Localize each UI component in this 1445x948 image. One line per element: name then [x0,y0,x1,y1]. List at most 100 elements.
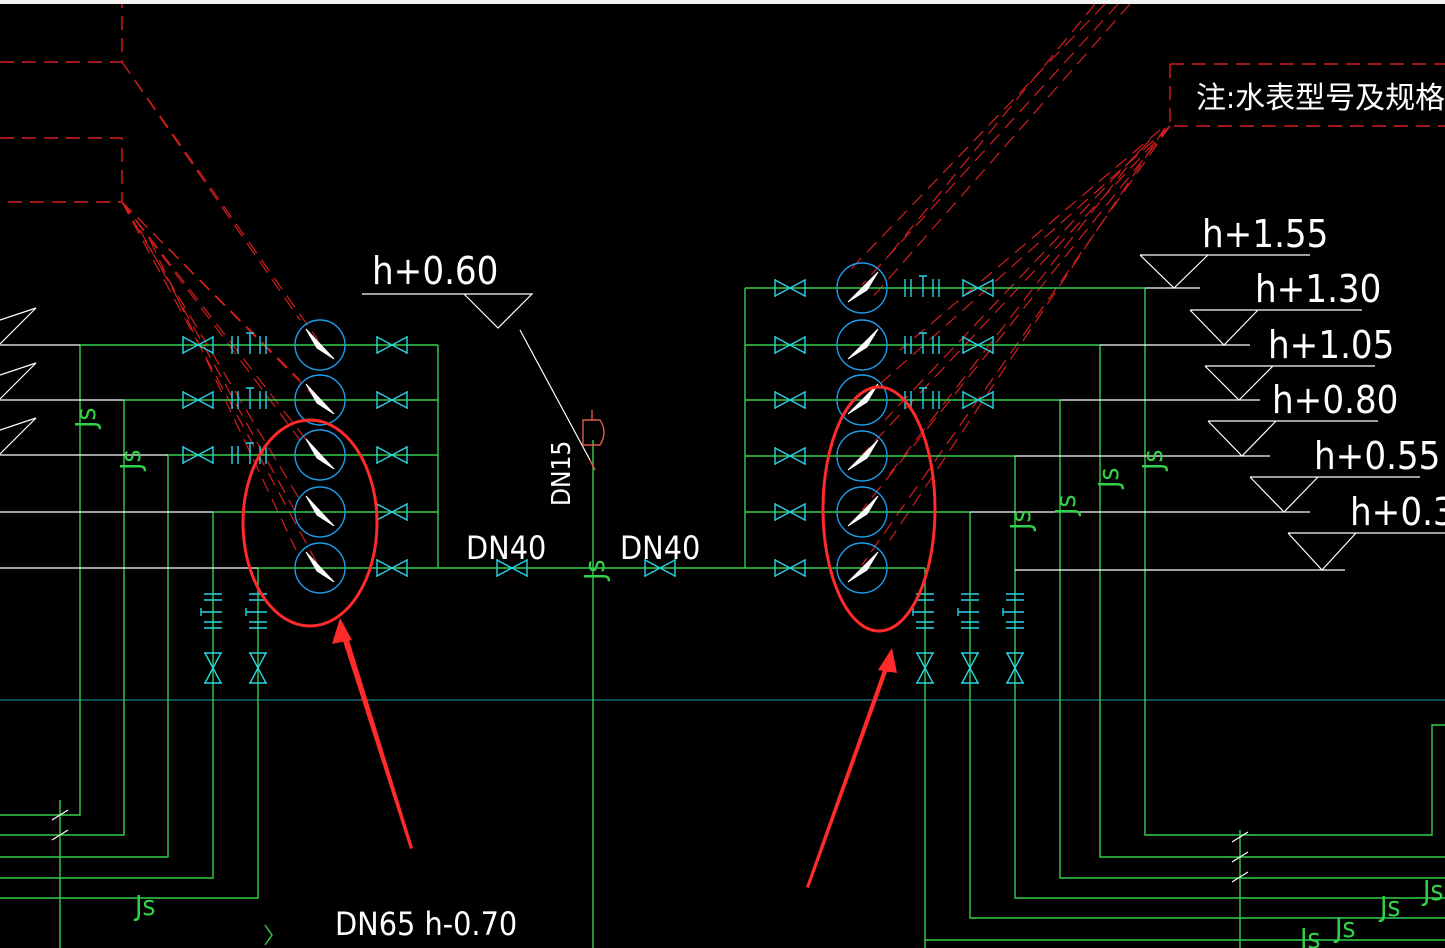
water-meter-needle [305,551,335,583]
water-meter-dial [294,319,346,371]
water-meter-icon [294,374,346,426]
water-meter-dial [836,486,888,538]
gate-valve-icon [376,390,408,410]
arrow-icon [339,620,413,849]
highlight-annotations [241,385,937,633]
white-line [51,809,69,841]
water-meter-icon [836,542,888,594]
water-meter-needle [847,328,879,360]
water-meter-icon [836,430,888,482]
elevation-marker-icon [1249,476,1420,513]
gate-valve-icon [203,652,223,684]
drawing-background [0,4,1445,948]
leader-line [121,201,301,381]
pipe-labels: h+0.60 DN40 DN40 DN15 DN65 h-0.70 [335,249,700,943]
water-meter-dial [836,262,888,314]
elevation-marker-icon [1287,532,1445,571]
flange-icon [912,593,934,629]
water-meter-needle [305,438,335,470]
elevation-marker-icon [1139,254,1310,289]
gate-valve-icon [376,558,408,578]
leader-line [899,129,1161,351]
gate-valve-icon [774,390,806,410]
gate-valve-icon [376,335,408,355]
elevation-label-right: h+0.55 [1314,434,1440,478]
pipe-segment [0,512,214,879]
arrow-icon [806,650,892,888]
elevation-label-right: h+1.30 [1255,267,1381,311]
dn15-leader-line [362,293,591,461]
water-meter-dial [294,486,346,538]
gate-valve-icon [915,652,935,684]
leader-line [884,149,1141,481]
pipe-segment [0,455,169,858]
pipe-segment [1099,345,1445,858]
flange-icon [904,332,940,354]
js-label: Js [1049,494,1082,517]
water-meter-dial [836,374,888,426]
water-meter-dial [294,429,346,481]
flange-icon [245,593,267,629]
gate-valve-icon [644,558,676,578]
water-meter-needle [847,271,879,303]
gate-valve-icon [774,335,806,355]
pipe-segment [969,512,1445,919]
elevation-marker-icon [1207,420,1378,457]
pipe-segment [264,924,273,946]
elevation-label-right: h+1.05 [1268,323,1394,367]
water-meter-needle [847,551,879,583]
main-pipe-label: DN65 h-0.70 [335,905,517,943]
highlight-ellipse-right [821,385,937,633]
dn15-label: DN15 [547,441,577,506]
js-label: Js [69,407,102,430]
flange-icon [200,593,222,629]
leader-line [139,229,301,521]
flange-icon [231,442,267,464]
gate-valve-icon [182,445,214,465]
js-label: Js [1298,922,1321,948]
elevation-markers: h+1.55h+1.30h+1.05h+0.80h+0.55h+0.30 [1139,212,1445,571]
elevation-marker-icon [0,307,37,345]
elevation-label-right: h+1.55 [1202,212,1328,256]
red-dashed-frames [0,4,123,203]
flange-icon [231,332,267,354]
elevation-label-left: h+0.60 [372,249,498,293]
js-label: Js [1333,911,1356,944]
gate-valve-icon [962,390,994,410]
water-meter-icon [836,374,888,426]
gate-valve-icon [1005,652,1025,684]
js-label: Js [133,889,156,922]
arrows [332,618,897,888]
arrow-icon [332,618,352,644]
gate-valve-icon [774,502,806,522]
water-meters [294,262,888,594]
elevation-marker-icon [1204,365,1375,401]
pipe-segment [0,568,259,899]
water-meter-dial [836,430,888,482]
gate-valve-icon [182,335,214,355]
window-top-strip [0,0,1445,4]
leader-line [861,3,1119,286]
water-meter-needle [305,328,335,360]
leader-line [884,3,1096,261]
flange-icon [904,275,940,297]
flange-icon [231,387,267,409]
pipe-segment [1144,288,1445,836]
pipe-segment [1059,400,1445,879]
gate-valve-icon [962,335,994,355]
gate-valve-icon [960,652,980,684]
water-meter-icon [294,542,346,594]
faucet-icon [582,410,605,471]
js-label: Js [1092,467,1125,490]
water-meter-icon [294,429,346,481]
highlight-ellipse-left [241,418,379,628]
elevation-label-right: h+0.30 [1350,490,1445,534]
water-meter-needle [305,383,335,415]
gate-valve-icon [774,278,806,298]
water-meter-icon [294,486,346,538]
flange-icon [1002,593,1024,629]
leader-line [149,239,297,551]
white-line [1231,831,1249,883]
water-meter-icon [836,486,888,538]
